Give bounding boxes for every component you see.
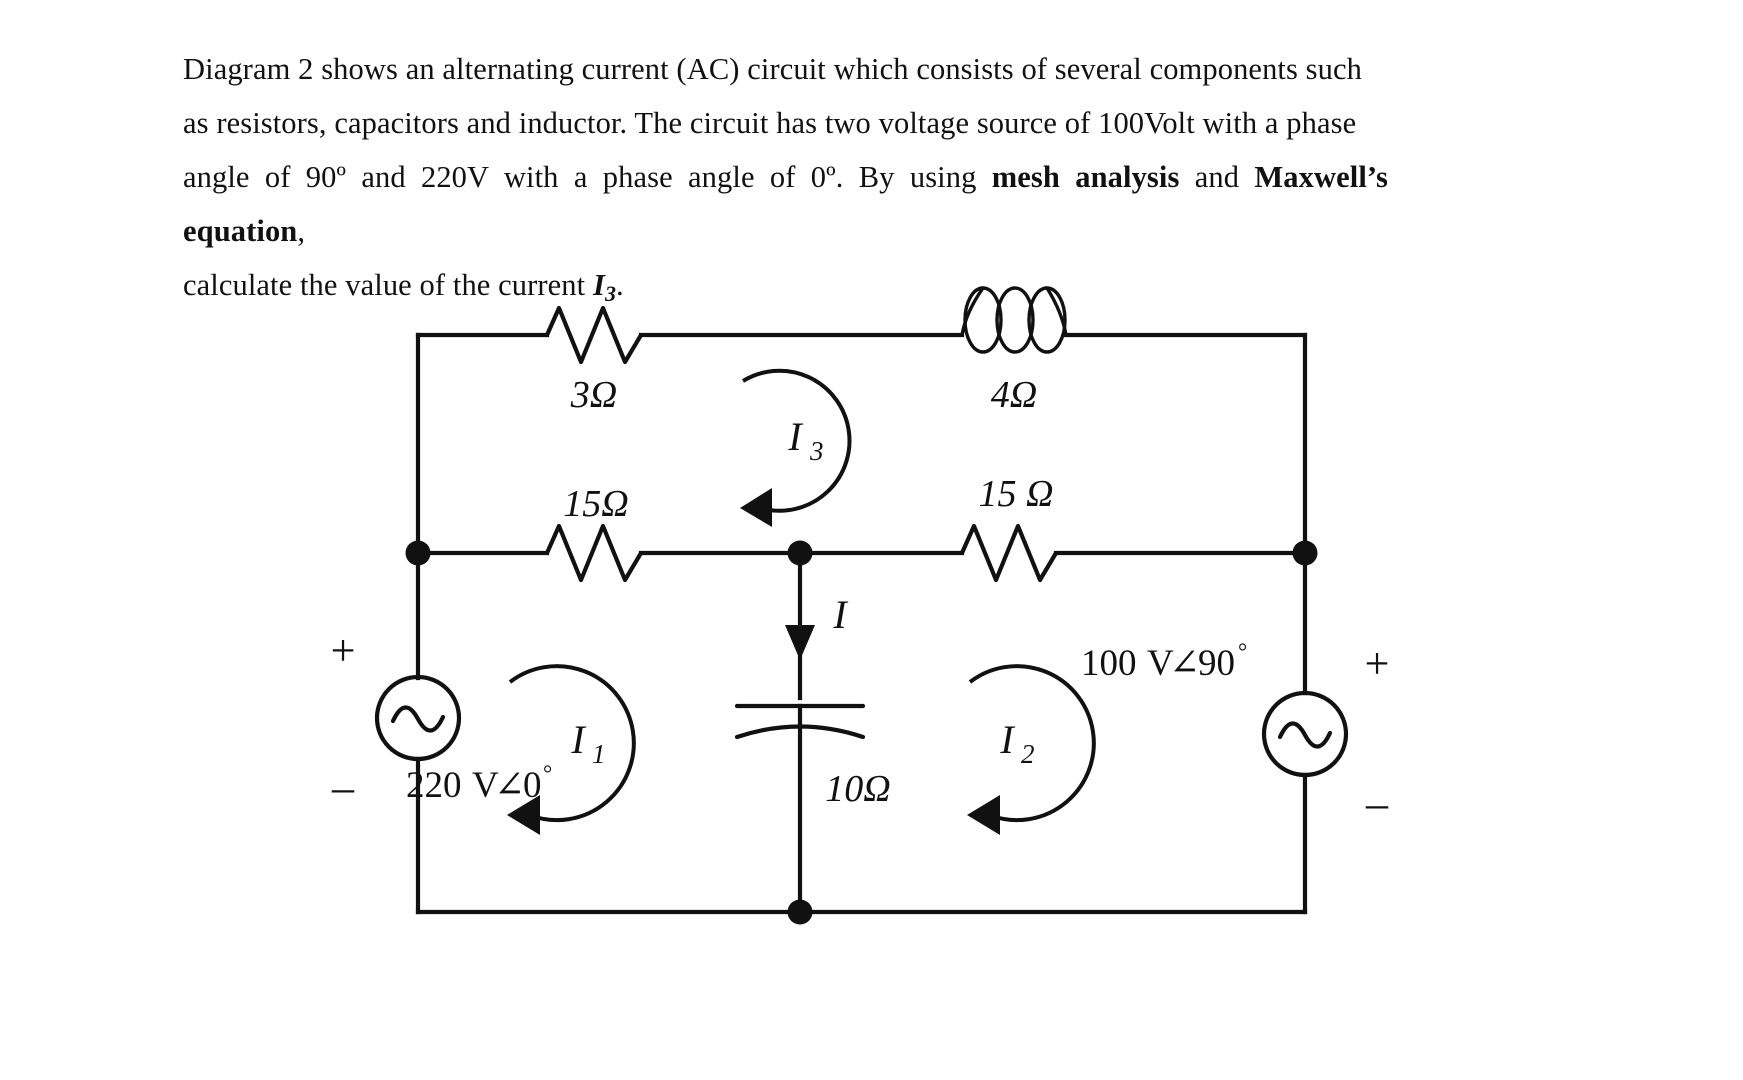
label-source-left-degree: °: [543, 761, 552, 786]
node-center: [787, 540, 813, 566]
polarity-minus-left: –: [331, 763, 355, 812]
label-capacitor-10ohm: 10Ω: [825, 768, 890, 810]
node-left: [405, 540, 431, 566]
label-source-left-vsymbol: V: [472, 765, 499, 806]
label-source-right-vsymbol: V: [1147, 643, 1174, 684]
inductor-4ohm-symbol: [960, 286, 1068, 354]
problem-line-3-part-b: and: [1179, 160, 1255, 194]
label-source-right-angle: 90: [1198, 643, 1235, 684]
resistor-15ohm-left-symbol: [544, 523, 644, 583]
problem-line-3-part-a: angle of 90º and 220V with a phase angle…: [183, 160, 992, 194]
label-inductor-4ohm: 4Ω: [991, 374, 1037, 416]
branch-current-arrowhead: [785, 625, 815, 660]
sine-wave-icon-right: [1277, 721, 1333, 749]
label-source-left-angle: 0: [523, 765, 542, 806]
label-resistor-15ohm-left: 15Ω: [563, 483, 628, 525]
label-source-right-magnitude: 100: [1081, 643, 1137, 684]
resistor-15ohm-right-symbol: [959, 523, 1059, 583]
current-i3-subscript: 3: [604, 281, 617, 307]
problem-line-4: calculate the value of the current I3.: [183, 258, 1388, 321]
problem-line-4-part-a: calculate the value of the current: [183, 268, 593, 302]
mesh-loop-i3: [740, 368, 852, 527]
mesh-loop-i2: [967, 664, 1096, 835]
maxwells-equation-bold: Maxwell’s equation: [183, 160, 1388, 248]
problem-statement: Diagram 2 shows an alternating current (…: [183, 42, 1388, 321]
problem-line-1-text: Diagram 2 shows an alternating current (…: [183, 52, 1362, 86]
mesh-analysis-bold: mesh analysis: [991, 160, 1180, 194]
polarity-minus-right: –: [1365, 779, 1389, 828]
label-mesh-current-i1: I: [570, 717, 586, 762]
problem-line-3-part-c: ,: [297, 214, 306, 248]
label-resistor-15ohm-right: 15 Ω: [979, 473, 1054, 515]
label-source-left: 220 V ∠ 0 °: [406, 761, 552, 806]
problem-line-4-end: .: [616, 268, 624, 302]
label-source-right-degree: °: [1238, 639, 1247, 664]
label-mesh-current-i2: I: [999, 717, 1015, 762]
mesh-loop-i1: [507, 664, 636, 835]
label-branch-current: I: [832, 592, 848, 637]
problem-line-3: angle of 90º and 220V with a phase angle…: [183, 150, 1388, 258]
circuit-diagram: 3Ω 4Ω 15Ω 15 Ω 10Ω I I 3 I 1 I 2 220 V ∠…: [0, 250, 1743, 970]
label-source-left-magnitude: 220: [406, 765, 462, 806]
ac-source-right[interactable]: [1261, 690, 1349, 778]
problem-line-2-text: as resistors, capacitors and inductor. T…: [183, 106, 1357, 140]
current-i3-symbol: I: [592, 268, 605, 302]
polarity-plus-right: +: [1365, 639, 1390, 688]
label-mesh-current-i3-sub: 3: [809, 436, 824, 466]
label-source-left-anglesym: ∠: [494, 765, 525, 806]
ac-source-left[interactable]: [374, 674, 462, 762]
label-resistor-3ohm: 3Ω: [570, 374, 617, 416]
label-mesh-current-i2-sub: 2: [1021, 739, 1035, 769]
resistor-3ohm-symbol: [544, 305, 644, 365]
node-right: [1292, 540, 1318, 566]
label-mesh-current-i1-sub: 1: [592, 739, 606, 769]
label-source-right: 100 V ∠ 90 °: [1081, 639, 1247, 684]
problem-line-2: as resistors, capacitors and inductor. T…: [183, 96, 1388, 150]
sine-wave-icon-left: [390, 705, 446, 733]
label-source-right-anglesym: ∠: [1169, 643, 1200, 684]
polarity-plus-left: +: [331, 626, 356, 675]
problem-line-1: Diagram 2 shows an alternating current (…: [183, 42, 1388, 96]
label-mesh-current-i3: I: [787, 414, 803, 459]
node-bottom-center: [787, 899, 813, 925]
